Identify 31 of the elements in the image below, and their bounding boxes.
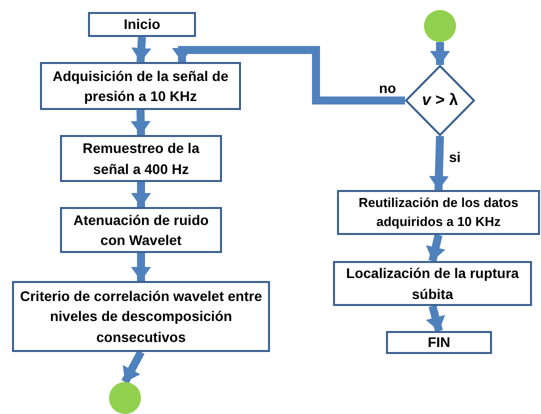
box-label: FIN [428, 333, 450, 352]
arrow [430, 42, 450, 65]
box-label: Localización de la ruptura súbita [345, 264, 520, 304]
arrow [121, 350, 145, 384]
arrow [426, 234, 446, 262]
process-box [337, 190, 540, 235]
box-label: Remuestreo de la señal a 400 Hz [82, 139, 200, 178]
box-label: Adquisición de la señal de presión a 10 KHz [52, 66, 230, 106]
edge-label: si [448, 149, 462, 165]
terminal-circle [424, 10, 456, 42]
box-label: Inicio [124, 15, 160, 34]
process-box [12, 281, 270, 352]
arrow [428, 136, 449, 190]
arrow [172, 46, 405, 104]
arrow [426, 305, 446, 332]
arrow [131, 182, 151, 207]
box-label: Atenuación de ruido con Wavelet [72, 210, 210, 250]
decision-diamond [405, 65, 475, 136]
terminal-circle [109, 382, 141, 414]
arrow [131, 36, 152, 62]
arrow [131, 253, 151, 281]
condition-label: v > λ [422, 92, 458, 110]
process-box [40, 62, 241, 110]
process-box [60, 207, 222, 253]
box-label: Reutilización de los datos adquiridos a 10 KHz [358, 194, 520, 231]
box-label: Criterio de correlación wavelet entre niveles de descomposición consecutivos [19, 287, 263, 347]
process-box [386, 331, 492, 354]
process-box [333, 261, 532, 306]
arrow [130, 110, 151, 136]
process-box [60, 135, 222, 182]
process-box [88, 12, 196, 37]
